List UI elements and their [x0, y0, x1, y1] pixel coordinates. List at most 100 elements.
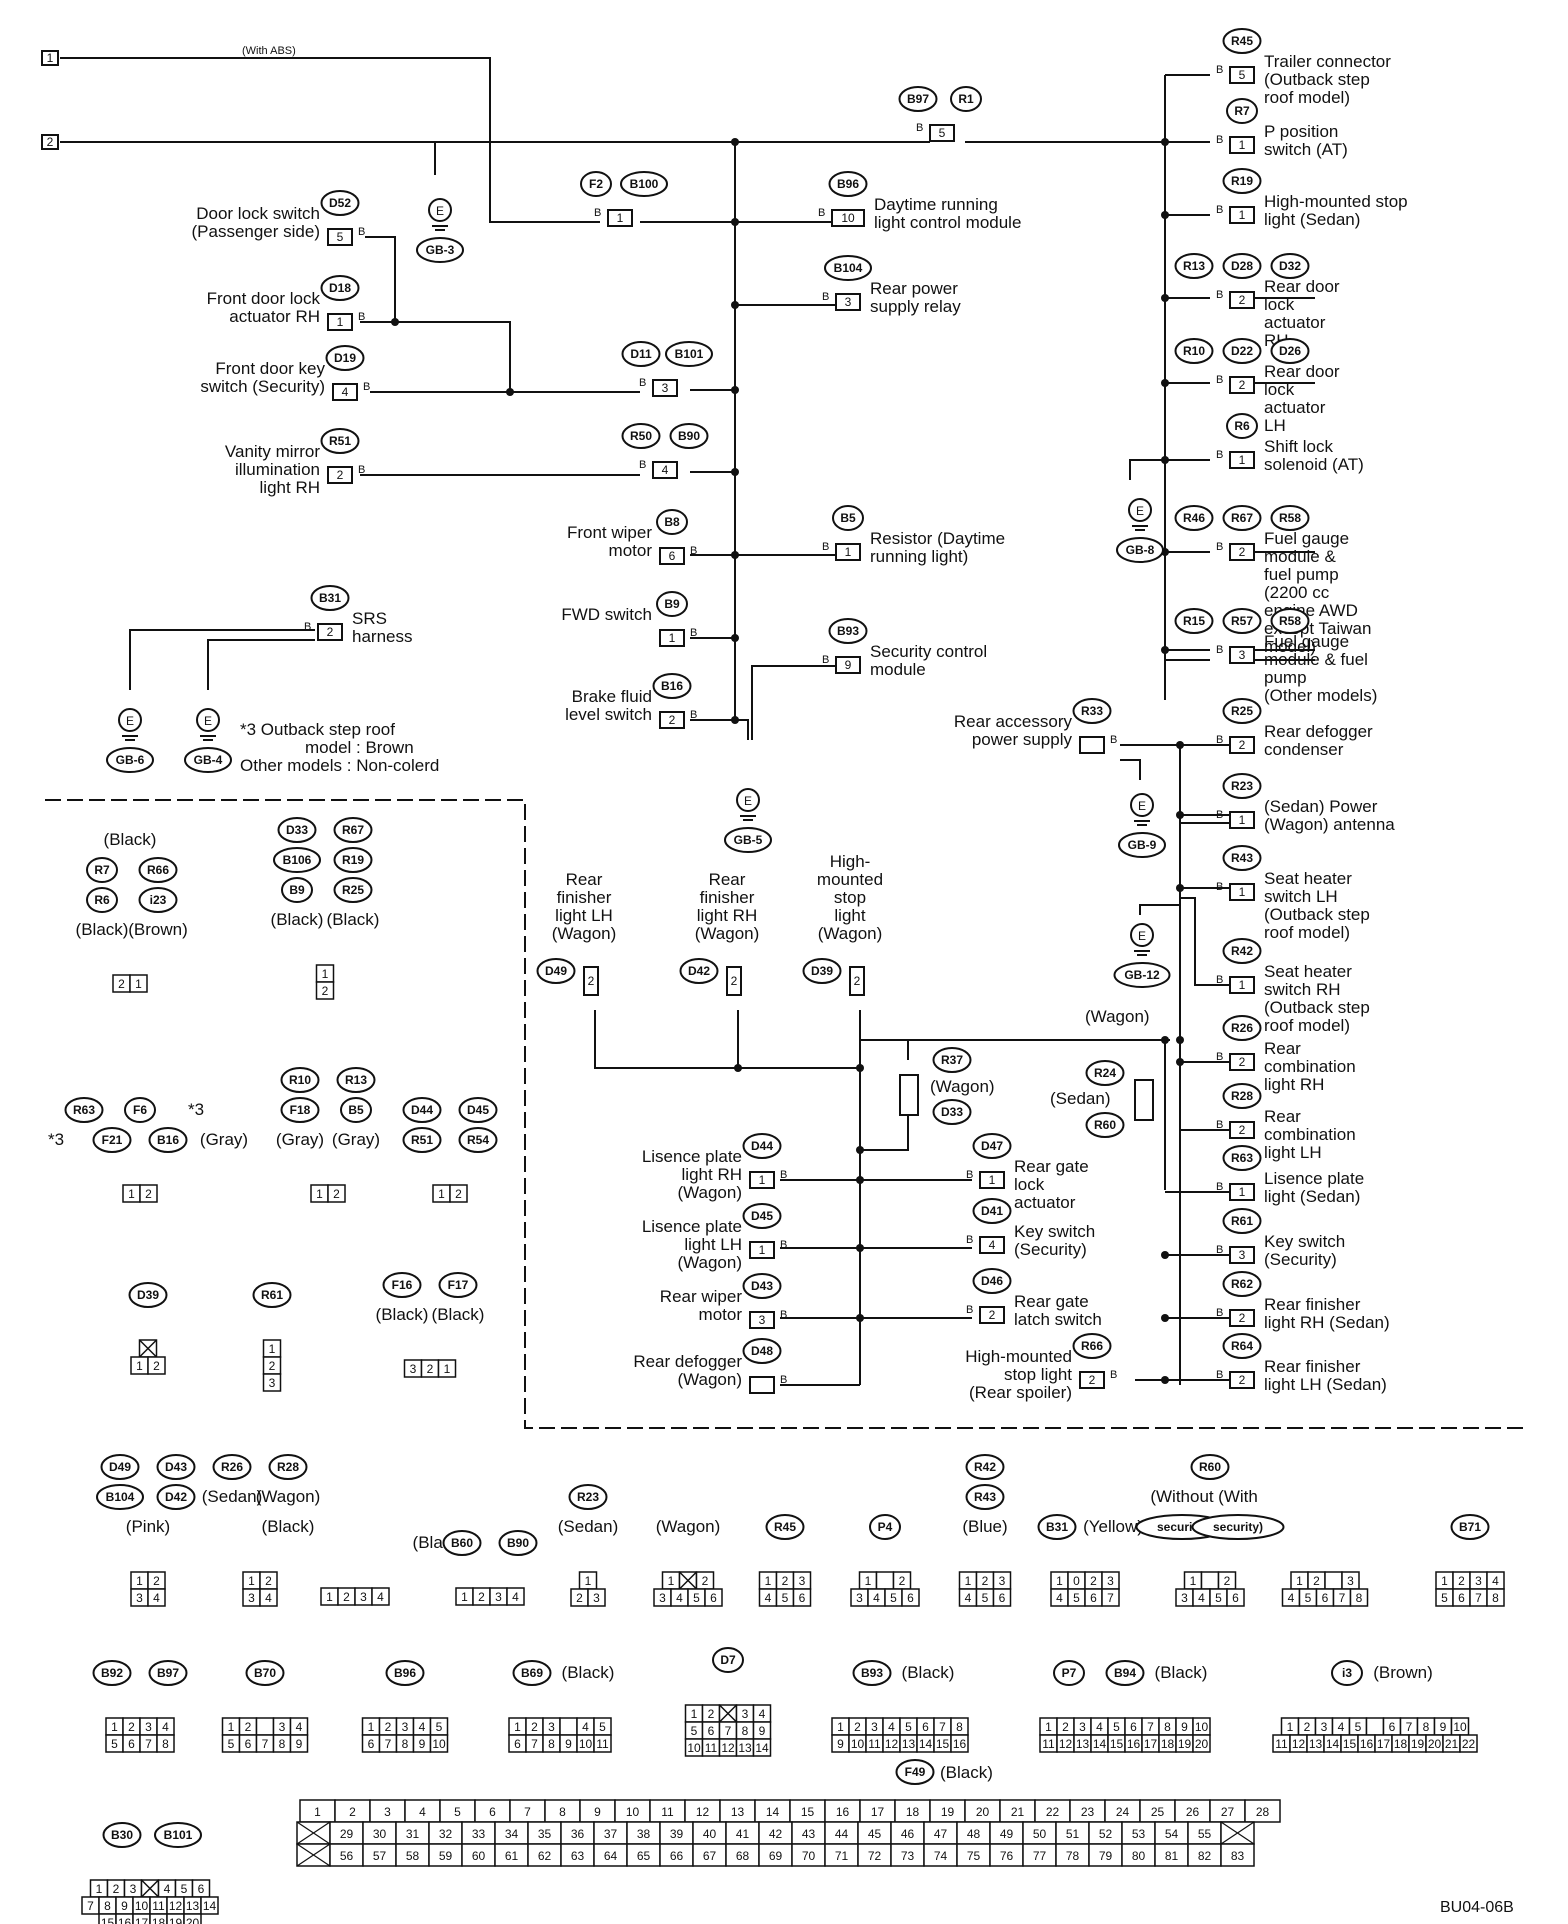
- junction-dot: [1161, 211, 1169, 219]
- connector-box: [659, 711, 685, 729]
- f49-pin-number: 74: [934, 1849, 948, 1863]
- pin-number: 6: [245, 1737, 252, 1751]
- connector-d18-bubble: [320, 275, 360, 301]
- connector-box: [1229, 1053, 1255, 1071]
- vertical-connector-pin: 2: [731, 974, 738, 988]
- blank-pin-mark: [138, 1339, 158, 1358]
- connector-box: [1229, 811, 1255, 829]
- f49-pin-number: 62: [538, 1849, 552, 1863]
- pin-number: 1: [128, 1187, 135, 1201]
- component-label: SRS: [352, 609, 387, 628]
- connector-box: [1229, 1183, 1255, 1201]
- connector-r25-bubble: [1222, 698, 1262, 724]
- junction-dot: [731, 551, 739, 559]
- pin-number: 3: [248, 1591, 255, 1605]
- component-label: Daytime running: [874, 195, 998, 214]
- pin-number: 3: [856, 1591, 863, 1605]
- vconn-label: (Wagon): [695, 924, 760, 943]
- pin-number: 2: [113, 1882, 120, 1896]
- legend-tag: *3: [48, 1130, 64, 1149]
- connector-d19-bubble: [325, 345, 365, 371]
- legend-id-b93-bubble: [852, 1660, 892, 1686]
- connector-box-pin: 1: [845, 545, 852, 559]
- component-label: model): [1264, 637, 1316, 656]
- vconn-label: (Wagon): [552, 924, 617, 943]
- ground-letter: E: [1138, 799, 1146, 813]
- pin-number: 17: [1377, 1737, 1391, 1751]
- connector-r60-id: R60: [1094, 1118, 1116, 1132]
- component-label: latch switch: [1014, 1310, 1102, 1329]
- pin-number: 13: [738, 1741, 752, 1755]
- ground-symbol: [736, 788, 760, 812]
- legend-id-b96-bubble: [385, 1660, 425, 1686]
- legend-id-r23-bubble: [568, 1484, 608, 1510]
- pin-number: 3: [742, 1707, 749, 1721]
- connector-b97-bubble: [898, 86, 938, 112]
- ground-letter: E: [126, 714, 134, 728]
- component-label: (Rear spoiler): [969, 1383, 1072, 1402]
- legend-id-b101-bubble: [154, 1822, 202, 1848]
- connector-box: [1229, 883, 1255, 901]
- junction-dot: [856, 1244, 864, 1252]
- pin-number: 9: [759, 1724, 766, 1738]
- wire-color-label: B: [1216, 1119, 1223, 1131]
- connector-b100-id: B100: [630, 177, 659, 191]
- legend-tag: (Sedan): [558, 1517, 618, 1536]
- legend-id-f18-id: F18: [290, 1103, 311, 1117]
- component-label: Security control: [870, 642, 987, 661]
- pin-number: 6: [1458, 1591, 1465, 1605]
- pin-number: 6: [1322, 1591, 1329, 1605]
- f49-pin-number: 12: [696, 1805, 710, 1819]
- component-label: switch LH: [1264, 887, 1338, 906]
- legend-id-d39-bubble: [128, 1282, 168, 1308]
- ground-id-gb-3-id: GB-3: [426, 243, 455, 257]
- wire-color-label: B: [363, 381, 370, 393]
- connector-b104-bubble: [824, 255, 872, 281]
- junction-dot: [1161, 1251, 1169, 1259]
- connector-box-pin: 4: [662, 463, 669, 477]
- junction-dot: [1161, 1314, 1169, 1322]
- wire-color-label: B: [1216, 1369, 1223, 1381]
- pin-number: 4: [1338, 1720, 1345, 1734]
- component-label: Resistor (Daytime: [870, 529, 1005, 548]
- wire-color-label: B: [822, 654, 829, 666]
- connector-b16-bubble: [652, 673, 692, 699]
- pin-number: 6: [1090, 1591, 1097, 1605]
- legend-id-d39-id: D39: [137, 1288, 159, 1302]
- connector-b8-id: B8: [664, 515, 680, 529]
- connector-box-pin: 3: [662, 381, 669, 395]
- pin-number: 8: [279, 1737, 286, 1751]
- component-label: light LH: [684, 1235, 742, 1254]
- pin-number: 11: [152, 1899, 165, 1913]
- connector-box: [1229, 646, 1255, 664]
- pin-number: 4: [676, 1591, 683, 1605]
- pin-number: 1: [865, 1574, 872, 1588]
- pin-number: 3: [402, 1720, 409, 1734]
- pin-cell: [992, 1588, 1012, 1607]
- component-label: Rear gate: [1014, 1157, 1089, 1176]
- connector-box-pin: 1: [617, 211, 624, 225]
- legend-id-r51-id: R51: [411, 1133, 433, 1147]
- pin-number: 7: [1475, 1591, 1482, 1605]
- note-line: model : Brown: [305, 738, 414, 757]
- f49-blank-mark: [296, 1821, 331, 1845]
- component-label: Front door lock: [207, 289, 321, 308]
- pin-cell: [792, 1588, 812, 1607]
- input-terminal-2: [41, 134, 59, 150]
- vconn-label: finisher: [557, 888, 612, 907]
- connector-b90-bubble: [669, 423, 709, 449]
- pin-cell: [587, 1588, 606, 1607]
- legend-id-r13-id: R13: [345, 1073, 367, 1087]
- legend-id-r10-bubble: [280, 1067, 320, 1093]
- ground-symbol: [428, 198, 452, 222]
- component-label: switch RH: [1264, 980, 1341, 999]
- connector-box: [749, 1171, 775, 1189]
- pin-cell: [327, 1184, 346, 1203]
- pin-number: 16: [1127, 1737, 1141, 1751]
- pin-number: 5: [228, 1737, 235, 1751]
